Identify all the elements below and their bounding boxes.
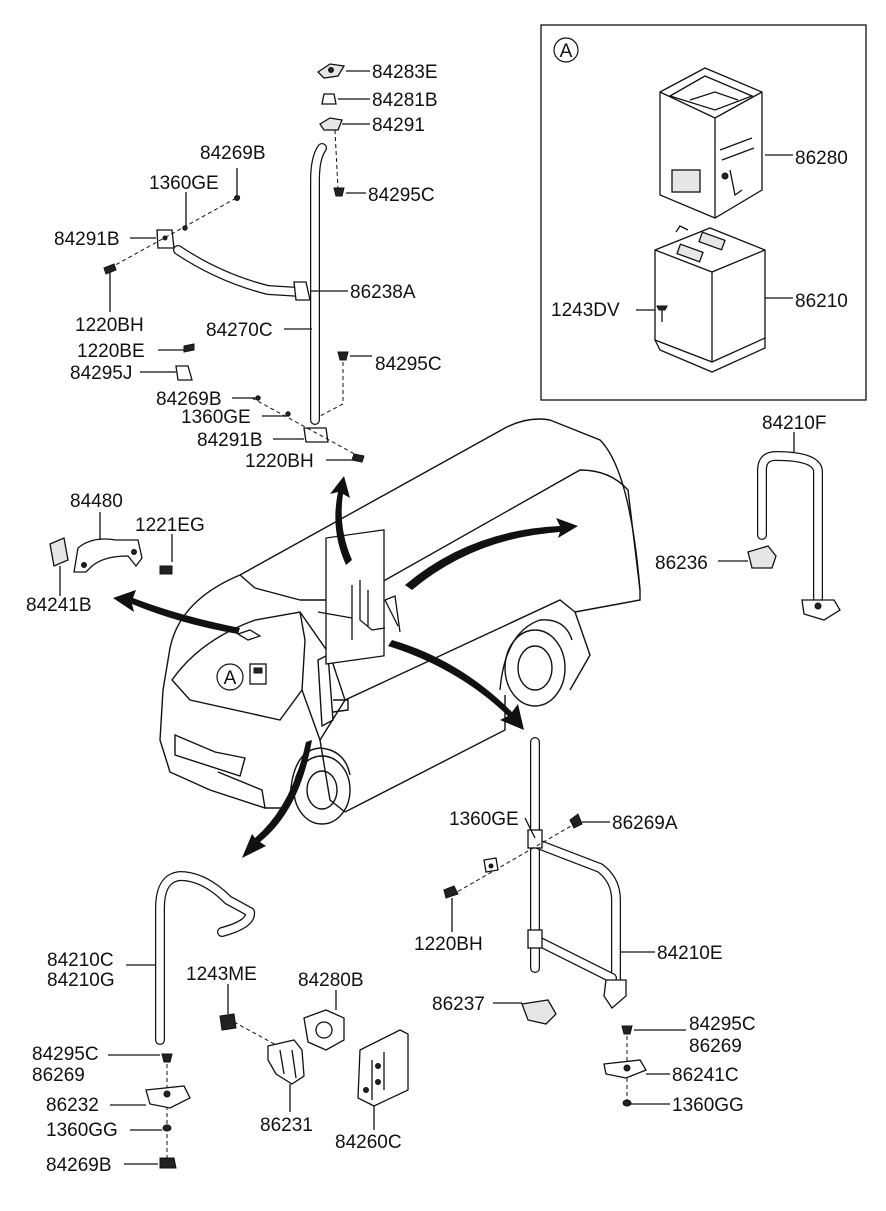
battery-cover-illustration — [659, 67, 763, 219]
callout-84295c-middle: 84295C — [375, 354, 442, 375]
callout-84295c-lower-left: 84295C — [32, 1044, 99, 1065]
callout-1360ge-upper: 1360GE — [149, 173, 219, 194]
callout-1360ge-middle: 1360GE — [181, 407, 251, 428]
callout-1221eg: 1221EG — [135, 515, 205, 536]
callout-86280: 86280 — [795, 148, 848, 169]
callout-86269-lower-left: 86269 — [32, 1065, 85, 1086]
vehicle-marker-circle — [216, 663, 244, 691]
vehicle-marker-label: A — [224, 668, 237, 689]
battery-illustration — [654, 225, 766, 373]
callout-1220bh-upper: 1220BH — [75, 315, 144, 336]
callout-1220bh-middle: 1220BH — [245, 451, 314, 472]
callout-86231: 86231 — [260, 1115, 313, 1136]
callout-1243dv: 1243DV — [551, 300, 620, 321]
callout-1360ge-lower: 1360GE — [449, 809, 519, 830]
callout-84295c-upper: 84295C — [368, 185, 435, 206]
callout-86232: 86232 — [46, 1095, 99, 1116]
callout-84241b: 84241B — [26, 595, 92, 616]
callout-84291b-middle: 84291B — [197, 430, 263, 451]
callout-86269-lower-right: 86269 — [689, 1036, 742, 1057]
callout-84291: 84291 — [372, 115, 425, 136]
callout-84480: 84480 — [70, 491, 123, 512]
bracket-group-84480: 84480 1221EG 84241B — [26, 491, 205, 616]
callout-84210e: 84210E — [657, 943, 723, 964]
detail-marker-circle — [553, 37, 579, 63]
vehicle-outline: A — [159, 418, 641, 825]
detail-box-a: A 86280 — [540, 24, 867, 401]
upper-vent-tube-assembly: 84283E 84281B 84291 84269B 1360GE 84295C… — [54, 62, 442, 472]
callout-84260c: 84260C — [335, 1132, 402, 1153]
callout-84281b: 84281B — [372, 90, 438, 111]
callout-84269b-lower: 84269B — [46, 1155, 112, 1176]
vent-pipe-84210f: 84210F 86236 — [655, 413, 841, 621]
callout-1243me: 1243ME — [186, 964, 257, 985]
callout-84269b-upper: 84269B — [200, 143, 266, 164]
callout-1360gg-lower-right: 1360GG — [672, 1095, 744, 1116]
callout-86238a: 86238A — [350, 282, 416, 303]
callout-84283e: 84283E — [372, 62, 438, 83]
callout-84280b: 84280B — [298, 970, 364, 991]
callout-84210g: 84210G — [47, 970, 115, 991]
callout-84269b-middle: 84269B — [156, 389, 222, 410]
callout-86236: 86236 — [655, 553, 708, 574]
vent-pipe-84210c: 84210C 84210G 84295C 86269 86232 1360GG … — [32, 871, 256, 1176]
callout-86269a: 86269A — [612, 813, 678, 834]
callout-84295j: 84295J — [70, 363, 132, 384]
bolt-1243dv-illustration — [656, 305, 668, 322]
bracket-group-86231: 1243ME 84280B 86231 84260C — [186, 964, 409, 1153]
callout-86210: 86210 — [795, 291, 848, 312]
callout-86237: 86237 — [432, 994, 485, 1015]
callout-84295c-lower-right: 84295C — [689, 1014, 756, 1035]
direction-arrows — [113, 476, 578, 858]
callout-1360gg-lower-left: 1360GG — [46, 1120, 118, 1141]
callout-84291b-upper: 84291B — [54, 229, 120, 250]
callout-84210f: 84210F — [762, 413, 826, 434]
callout-1220bh-lower: 1220BH — [414, 934, 483, 955]
callout-84210c: 84210C — [47, 950, 114, 971]
detail-marker-label: A — [560, 41, 573, 62]
callout-84270c: 84270C — [206, 320, 273, 341]
callout-86241c: 86241C — [672, 1065, 739, 1086]
vent-pipe-84210e: 1360GE 86269A 1220BH 84210E 86237 84295C… — [414, 737, 756, 1116]
callout-1220be: 1220BE — [77, 341, 145, 362]
